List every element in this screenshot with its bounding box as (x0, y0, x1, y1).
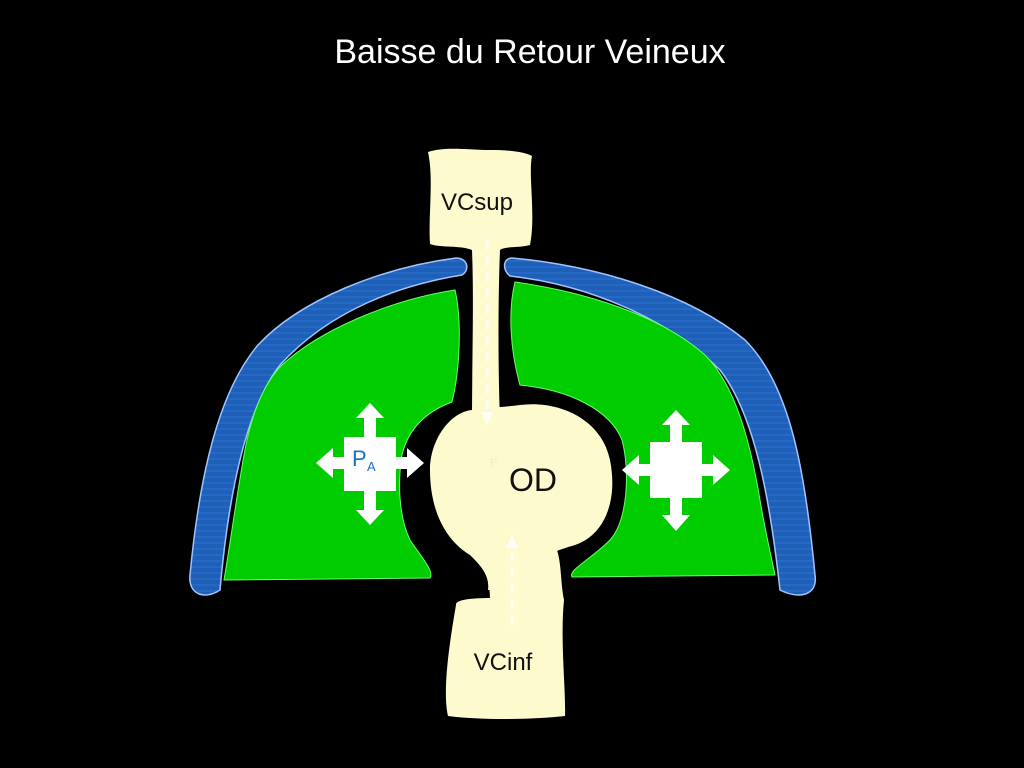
chest-wall-left (189, 257, 468, 596)
vc-sup-vessel (428, 148, 533, 425)
left-lung (223, 289, 460, 581)
pressure-subscript: A (367, 459, 376, 474)
right-pressure-arrows-icon (622, 410, 730, 531)
vc-inf-label: VCinf (474, 649, 533, 676)
right-lung (510, 281, 776, 578)
atrium-small-label: P (490, 457, 497, 469)
vc-inf-vessel (445, 545, 566, 719)
atrium-label: OD (509, 462, 557, 498)
ivc-flow-arrowhead (506, 535, 518, 548)
svc-flow-arrowhead (481, 412, 493, 425)
pressure-label: P (352, 446, 367, 471)
chest-wall-right (503, 257, 816, 596)
right-atrium (430, 404, 613, 590)
slide-title: Baisse du Retour Veineux (334, 33, 725, 71)
left-pressure-arrows-icon (316, 403, 424, 525)
vc-sup-label: VCsup (441, 189, 513, 216)
